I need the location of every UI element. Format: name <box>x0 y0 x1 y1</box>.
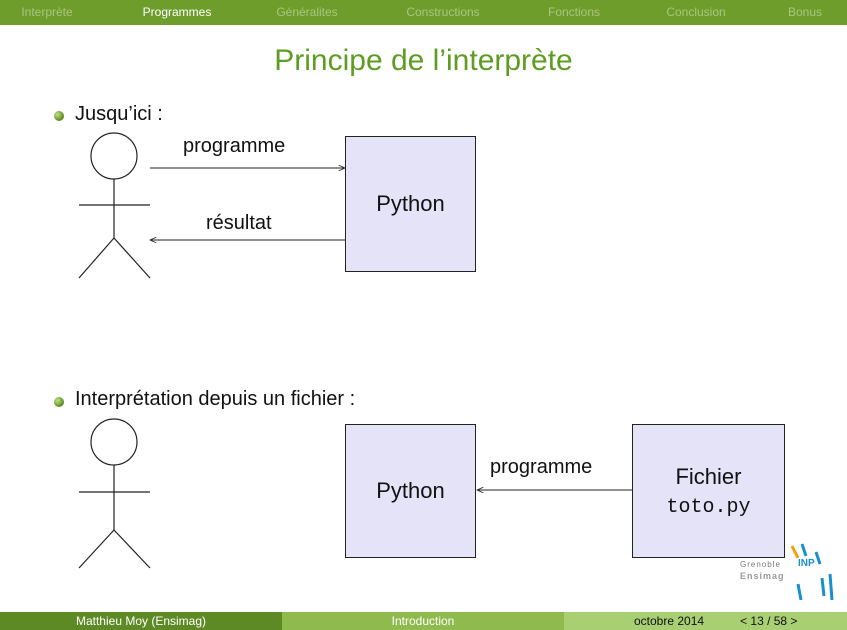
nav-item-interprete[interactable]: Interprète <box>21 5 73 19</box>
footer-bar: Matthieu Moy (Ensimag) Introduction octo… <box>0 612 847 630</box>
bullet-dot-1 <box>54 111 64 121</box>
nav-item-generalites[interactable]: Généralites <box>276 5 338 19</box>
footer-page-number: < 13 / 58 > <box>740 614 798 628</box>
footer-author-text: Matthieu Moy (Ensimag) <box>75 614 207 628</box>
footer-date: octobre 2014 <box>634 614 705 628</box>
nav-item-bonus[interactable]: Bonus <box>787 5 823 19</box>
footer-section: Introduction <box>282 612 564 630</box>
grenoble-inp-ensimag-logo: Grenoble INP Ensimag <box>738 540 838 604</box>
logo-mark-icon <box>790 543 834 601</box>
stick-figure-1 <box>78 132 151 279</box>
stick-figure-2 <box>78 418 151 569</box>
python-box-2-label: Python <box>376 478 445 503</box>
nav-item-programmes[interactable]: Programmes <box>142 5 212 19</box>
bullet-text-1: Jusqu’ici : <box>75 103 163 125</box>
footer-info: octobre 2014 < 13 / 58 > <box>564 612 847 630</box>
label-programme-1: programme <box>183 135 286 157</box>
bullet-dot-2 <box>54 397 64 407</box>
slide-title: Principe de l’interprète <box>274 44 573 77</box>
python-box-2: Python <box>345 424 476 558</box>
python-box-1: Python <box>345 136 476 272</box>
label-resultat-1: résultat <box>206 212 272 234</box>
logo-text-grenoble: Grenoble <box>740 560 781 569</box>
logo-text-ensimag: Ensimag <box>740 571 785 581</box>
file-box: Fichier toto.py <box>632 424 785 558</box>
nav-item-constructions[interactable]: Constructions <box>406 5 480 19</box>
nav-item-fonctions[interactable]: Fonctions <box>547 5 601 19</box>
logo-text-inp: INP <box>798 558 815 569</box>
file-box-title: Fichier <box>675 463 742 489</box>
file-box-filename: toto.py <box>666 495 751 519</box>
footer-section-text: Introduction <box>391 614 455 628</box>
label-programme-2: programme <box>490 456 593 478</box>
python-box-1-label: Python <box>376 191 445 216</box>
nav-item-conclusion[interactable]: Conclusion <box>666 5 726 19</box>
top-navigation-bar: Interprète Programmes Généralites Constr… <box>0 0 847 25</box>
footer-author: Matthieu Moy (Ensimag) <box>0 612 282 630</box>
bullet-text-2: Interprétation depuis un fichier : <box>75 388 356 410</box>
